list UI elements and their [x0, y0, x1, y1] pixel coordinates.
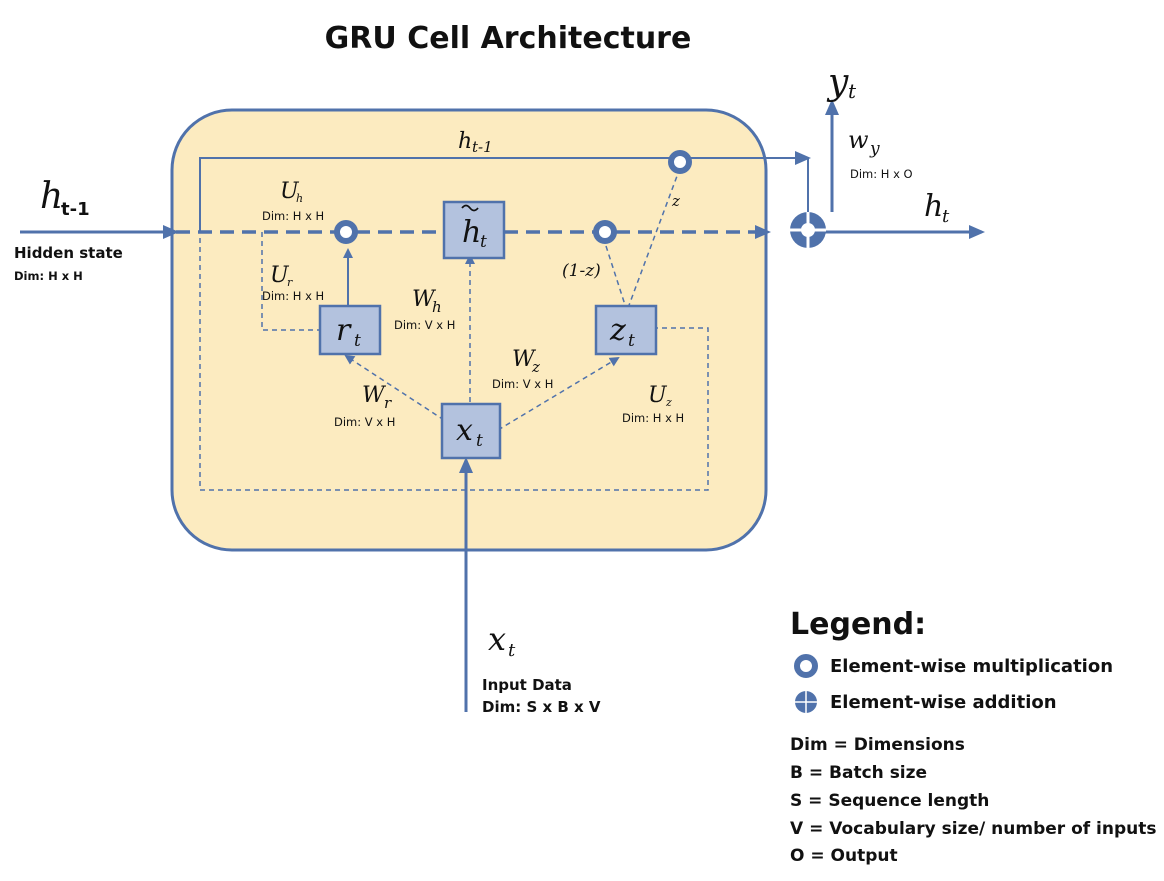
h-prev-base: h [40, 176, 63, 217]
outer-dashed-loop [199, 238, 709, 491]
mult-node-z [668, 150, 692, 174]
wh-base: W [412, 287, 437, 312]
r-gate-box [318, 304, 382, 356]
uh-base: U [280, 179, 300, 204]
wh-sub: h [432, 298, 442, 316]
wz-base: W [512, 347, 537, 372]
abbr-s: S = Sequence length [790, 791, 989, 811]
uz-base: U [648, 383, 668, 408]
uz-dim: Dim: H x H [622, 411, 684, 425]
one-minus-z-line [605, 245, 627, 309]
wr-dim: Dim: V x H [334, 415, 395, 429]
ur-sub: r [287, 276, 293, 289]
uh-dim: Dim: H x H [262, 209, 324, 223]
legend-add-icon [795, 691, 817, 713]
h-out-sub: t [942, 206, 950, 227]
uh-sub: h [296, 192, 303, 205]
h-tilde-base: h [462, 215, 481, 250]
wz-dim: Dim: V x H [492, 377, 553, 391]
wy-dim: Dim: H x O [850, 167, 913, 181]
bypass-line [199, 151, 811, 232]
wr-base: W [362, 383, 387, 408]
hidden-state-dim: Dim: H x H [14, 269, 83, 283]
z-dashed-line [627, 167, 681, 309]
wy-sub: y [869, 139, 880, 159]
legend-mult-text: Element-wise multiplication [830, 656, 1113, 677]
one-minus-z-label: (1-z) [562, 261, 601, 281]
legend-title: Legend: [790, 607, 926, 642]
x-in-sub: t [508, 640, 516, 661]
input-data-dim: Dim: S x B x V [482, 698, 601, 716]
add-node [790, 212, 826, 248]
ur-dashed-line [261, 232, 320, 331]
ur-base: U [270, 263, 290, 288]
wy-base: w [848, 126, 869, 154]
h-out-base: h [924, 189, 943, 224]
wh-dim: Dim: V x H [394, 318, 455, 332]
gru-cell [170, 108, 768, 552]
abbr-v: V = Vocabulary size/ number of inputs [790, 819, 1157, 839]
r-base: r [336, 313, 352, 348]
abbr-b: B = Batch size [790, 763, 927, 783]
z-base: z [609, 313, 626, 348]
x-base: x [456, 413, 473, 448]
diagram-title: GRU Cell Architecture [325, 21, 692, 56]
wz-sub: z [531, 358, 540, 376]
h-prev-sub: t-1 [61, 199, 90, 220]
mult-node-r [334, 220, 358, 244]
legend-add-text: Element-wise addition [830, 692, 1057, 713]
z-sub: t [628, 331, 635, 351]
x-sub: t [476, 431, 483, 451]
tilde-mark [461, 204, 479, 212]
top-h-base: h [458, 129, 472, 154]
input-data-label: Input Data [482, 676, 572, 694]
h-tilde-sub: t [480, 232, 487, 252]
x-box [440, 402, 502, 460]
y-out-base: y [826, 62, 849, 103]
legend-mult-icon [794, 654, 818, 678]
abbr-o: O = Output [790, 846, 898, 866]
x-to-r-arrow [344, 354, 445, 421]
uz-sub: z [665, 396, 672, 409]
wr-sub: r [384, 394, 392, 412]
mult-node-1z [593, 220, 617, 244]
x-in-base: x [488, 620, 506, 658]
abbr-dim: Dim = Dimensions [790, 735, 965, 755]
ur-dim: Dim: H x H [262, 289, 324, 303]
y-out-sub: t [848, 79, 857, 103]
top-h-sub: t-1 [472, 138, 493, 156]
hidden-state-label: Hidden state [14, 244, 123, 262]
r-sub: t [354, 331, 361, 351]
z-label: z [671, 192, 680, 210]
z-gate-box [594, 304, 658, 356]
